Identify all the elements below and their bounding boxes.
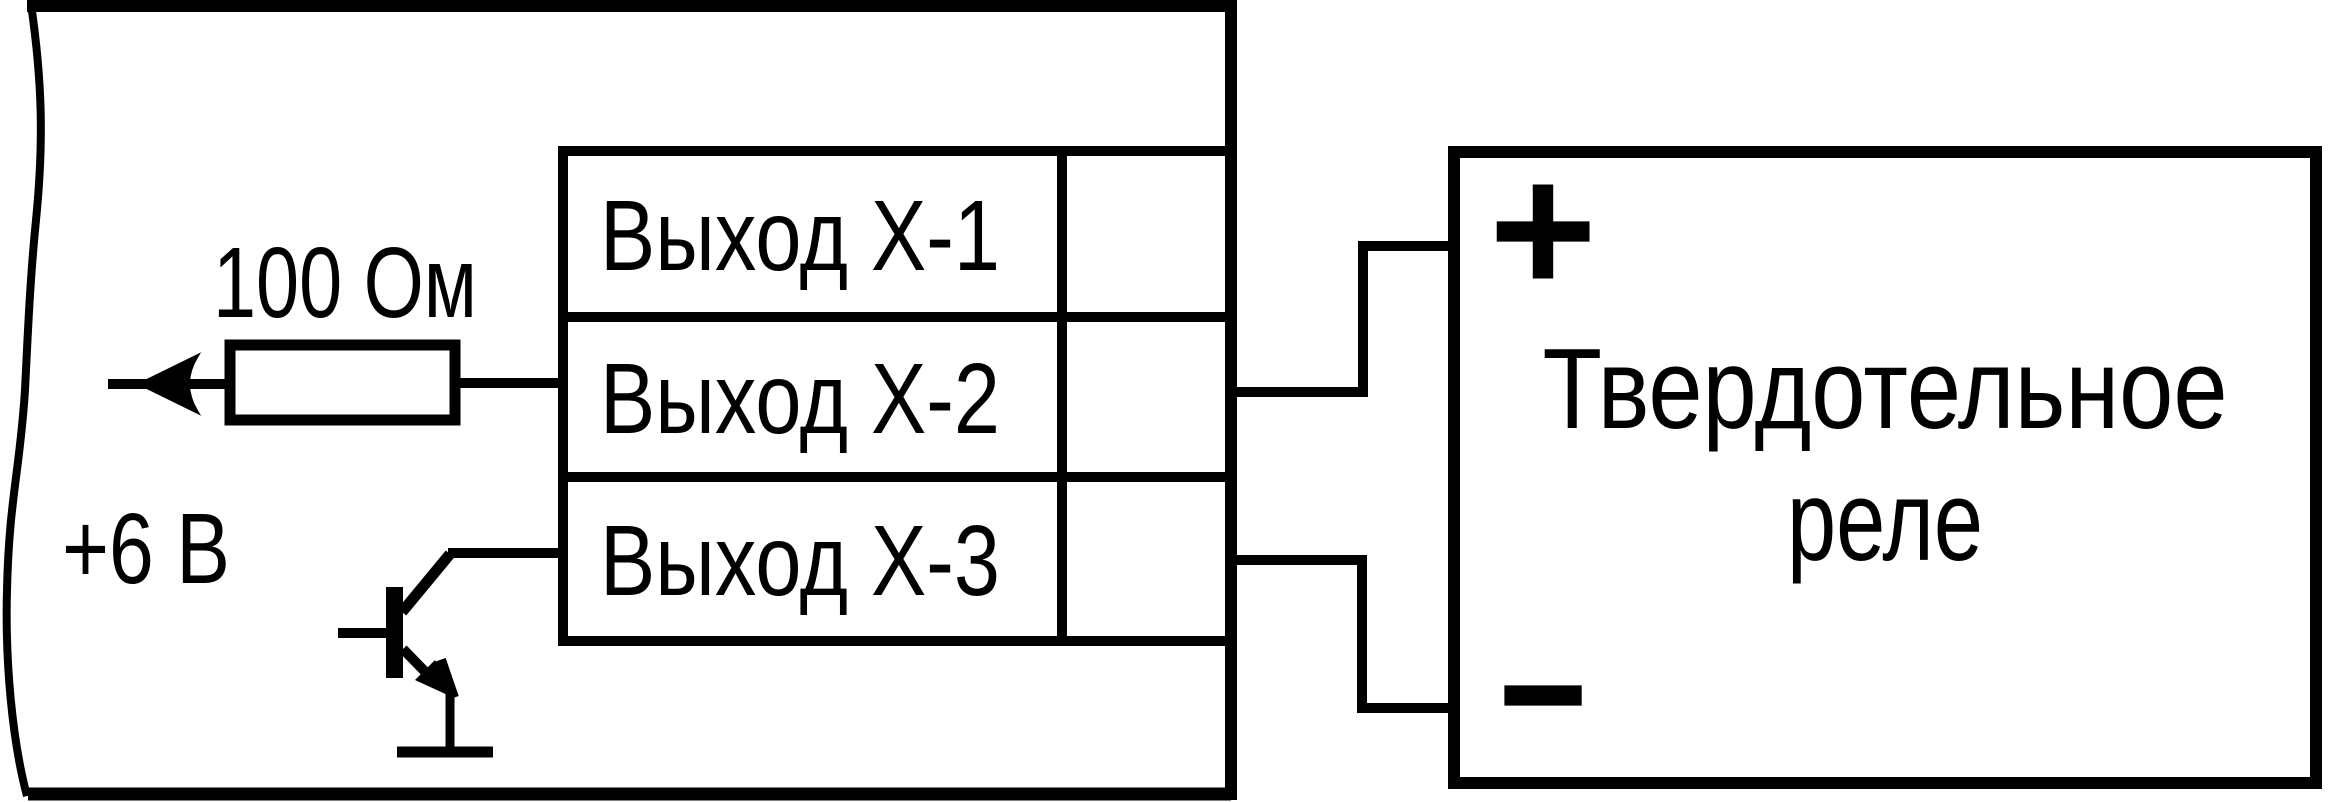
relay-name-line1: Твердотельное (1543, 326, 2228, 453)
resistor-value-label: 100 Ом (213, 227, 477, 339)
emitter-arrow-icon (415, 660, 452, 697)
solid-state-relay-box: + − Твердотельное реле (1448, 127, 2322, 797)
arrow-left-icon (136, 352, 202, 416)
resistor-icon (224, 339, 461, 426)
terminal-table: Выход Х-1 Выход Х-2 Выход Х-3 (558, 146, 1231, 646)
terminal-label-x2: Выход Х-2 (600, 343, 1000, 455)
device-box (2, 0, 1237, 801)
wire-x2-to-relay-plus (1231, 241, 1454, 397)
terminal-label-x3: Выход Х-3 (600, 505, 1000, 617)
npn-transistor-icon (338, 548, 568, 758)
device-torn-left-edge (2, 3, 45, 798)
base-bar (386, 587, 403, 678)
wire-x3-to-relay-minus (1231, 555, 1454, 713)
resistor-branch: 100 Ом (108, 227, 568, 426)
collector-lead (397, 550, 455, 616)
relay-outline (1448, 146, 2322, 789)
supply-voltage-label: +6 В (62, 493, 230, 605)
emitter-tip (434, 658, 459, 700)
plus-terminal-label: + (1489, 127, 1597, 333)
relay-name-line2: реле (1787, 458, 1983, 585)
terminal-label-x1: Выход Х-1 (600, 180, 1000, 292)
minus-terminal-label: − (1498, 591, 1588, 797)
